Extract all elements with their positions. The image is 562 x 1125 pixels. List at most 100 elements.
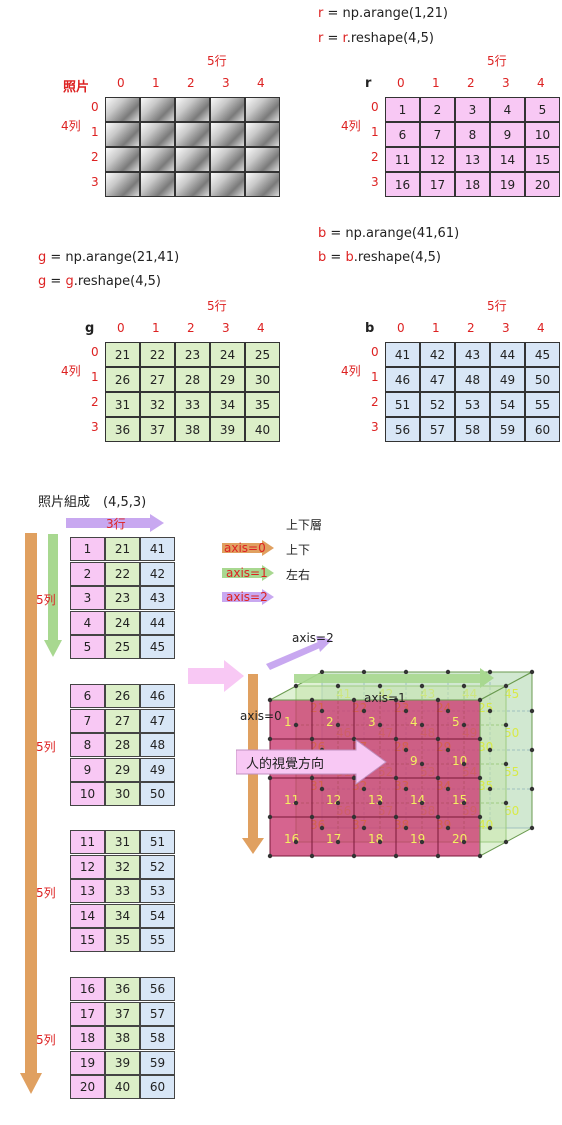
row-index: 3: [91, 175, 99, 189]
matrix-cell: 26: [105, 367, 140, 392]
stacked-cell: 1: [70, 537, 105, 561]
cube-vertex: [403, 669, 409, 675]
photo-pixel-cell: [140, 147, 175, 172]
photo-pixel-cell: [140, 172, 175, 197]
matrix-cell: 6: [385, 122, 420, 147]
matrix-cell: 2: [420, 97, 455, 122]
stacked-cell: 23: [105, 586, 140, 610]
matrix-cell: 20: [525, 172, 560, 197]
stacked-cell: 43: [140, 586, 175, 610]
matrix-cell: 43: [455, 342, 490, 367]
stacked-cell: 7: [70, 708, 105, 733]
columns-count-label: 5行: [207, 54, 227, 68]
cube-vertex: [477, 736, 483, 742]
matrix-cell: 27: [140, 367, 175, 392]
matrix-cell: 9: [490, 122, 525, 147]
axis1-vertical-arrow: [44, 534, 62, 657]
stacked-cell: 37: [105, 1001, 140, 1026]
column-index: 4: [257, 76, 265, 90]
cube-vertex: [487, 669, 493, 675]
stacked-cell: 30: [105, 782, 140, 806]
cube-vertex: [267, 853, 273, 859]
cube-cell-value: 60: [504, 804, 519, 818]
cube-vertex: [361, 786, 367, 792]
cube-vertex: [403, 747, 409, 753]
cube-vertex: [309, 814, 315, 820]
layer-label: 上下層: [286, 518, 323, 532]
photo-pixel-cell: [140, 122, 175, 147]
cube-axis0-arrow-head: [242, 838, 264, 854]
stacked-cell: 55: [140, 928, 175, 952]
matrix-cell: 59: [490, 417, 525, 442]
cube-vertex: [361, 669, 367, 675]
cube-vertex: [461, 839, 467, 845]
view-direction-arrow: [236, 739, 387, 785]
stacked-cell: 41: [140, 537, 175, 561]
matrix-cell: 15: [525, 147, 560, 172]
stacked-cell: 4: [70, 610, 105, 635]
matrix-cell: 34: [210, 392, 245, 417]
transform-arrow: [188, 660, 244, 692]
cube-vertex: [477, 697, 483, 703]
axis1-legend-label: axis=1: [226, 566, 268, 580]
cube-vertex: [393, 697, 399, 703]
cube-vertex: [335, 683, 341, 689]
cube-vertex: [445, 708, 451, 714]
matrix-cell: 29: [210, 367, 245, 392]
matrix-cell: 8: [455, 122, 490, 147]
three-columns-arrow: [66, 514, 164, 532]
cube-vertex: [435, 814, 441, 820]
matrix-cell: 45: [525, 342, 560, 367]
cube-vertex: [393, 814, 399, 820]
stacked-cell: 46: [140, 684, 175, 708]
column-index: 3: [222, 321, 230, 335]
block-rows-label: 5列: [36, 1033, 56, 1047]
column-index: 0: [117, 321, 125, 335]
matrix-cell: 47: [420, 367, 455, 392]
cube-axis2-label: axis=2: [292, 631, 334, 645]
stacked-cell: 24: [105, 610, 140, 635]
stacked-cell: 6: [70, 684, 105, 708]
cube-vertex: [335, 722, 341, 728]
cube-vertex: [529, 708, 535, 714]
stacked-cell: 54: [140, 903, 175, 928]
cube-vertex: [309, 736, 315, 742]
matrix-cell: 23: [175, 342, 210, 367]
stacked-cell: 39: [105, 1050, 140, 1075]
cube-vertex: [435, 775, 441, 781]
3d-array-cube: 4142434445464748495051525354555657585960…: [236, 631, 535, 859]
stacked-cell: 51: [140, 830, 175, 854]
stacked-cell: 5: [70, 635, 105, 659]
cube-vertex: [361, 708, 367, 714]
row-index: 2: [91, 395, 99, 409]
stacked-cell: 2: [70, 561, 105, 586]
cube-vertex: [377, 722, 383, 728]
stacked-cell: 3: [70, 586, 105, 610]
cube-vertex: [461, 761, 467, 767]
matrix-cell: 24: [210, 342, 245, 367]
stacked-cell: 16: [70, 977, 105, 1001]
block-rows-label: 5列: [36, 886, 56, 900]
stacked-cell: 13: [70, 879, 105, 903]
stacked-cell: 47: [140, 708, 175, 733]
cube-cell-value: 2: [326, 715, 334, 729]
column-index: 0: [397, 76, 405, 90]
row-index: 2: [371, 150, 379, 164]
axis0-legend-label: axis=0: [224, 541, 266, 555]
cube-vertex: [351, 736, 357, 742]
matrix-cell: 16: [385, 172, 420, 197]
cube-vertex: [351, 814, 357, 820]
cube-vertex: [319, 708, 325, 714]
stacked-cell: 58: [140, 1026, 175, 1050]
photo-pixel-cell: [245, 122, 280, 147]
stacked-cell: 10: [70, 782, 105, 806]
cube-vertex: [419, 839, 425, 845]
row-index: 2: [91, 150, 99, 164]
cube-axis2-arrow-head: [316, 636, 332, 652]
cube-vertex: [293, 800, 299, 806]
axis0-vertical-arrow: [20, 533, 42, 1094]
matrix-cell: 32: [140, 392, 175, 417]
cube-vertex: [335, 839, 341, 845]
matrix-cell: 53: [455, 392, 490, 417]
cube-vertex: [503, 839, 509, 845]
